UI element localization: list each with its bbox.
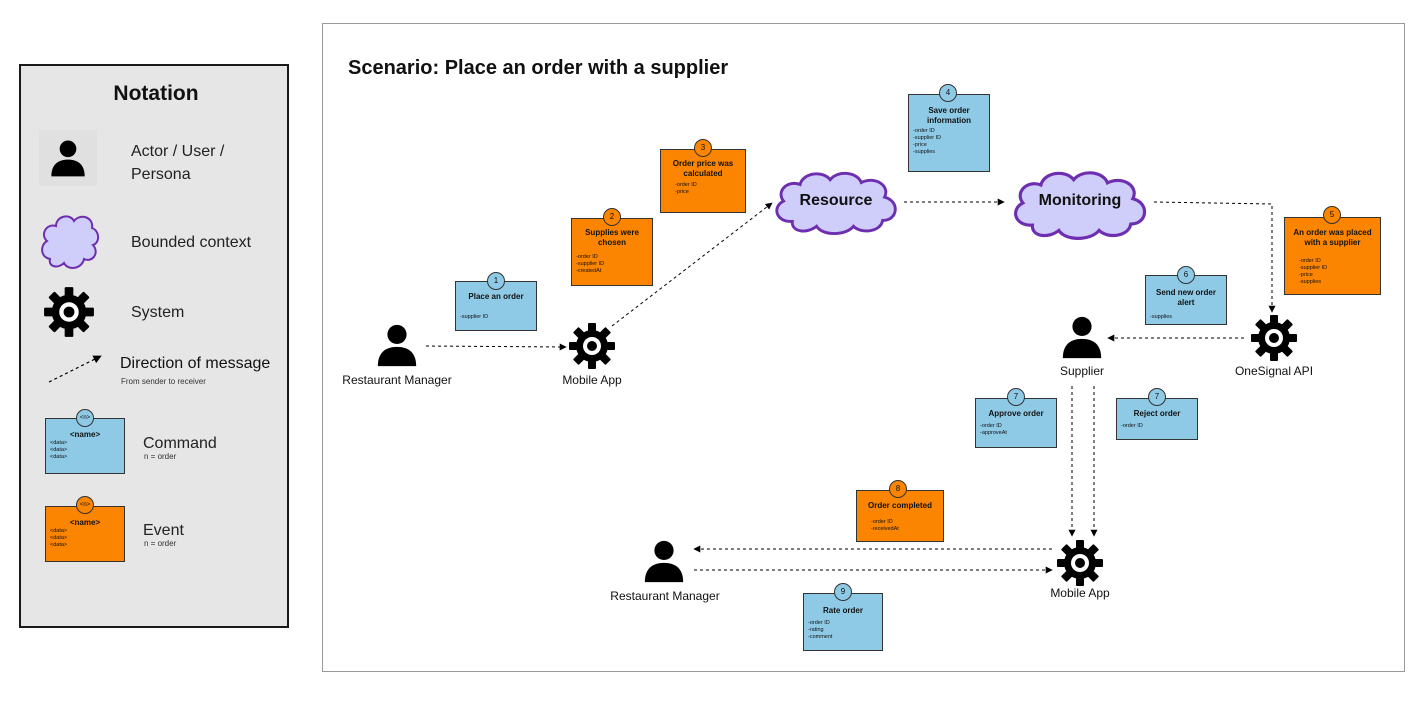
event-order-placed: An order was placed with a supplier -ord…: [1284, 217, 1381, 295]
notation-bounded-context-label: Bounded context: [131, 234, 252, 251]
card-fields: -order ID -supplier ID -price -supplies: [913, 128, 942, 155]
cloud-icon: [41, 215, 100, 269]
card-number-badge: 7: [1148, 388, 1166, 406]
scenario-title: Scenario: Place an order with a supplier: [348, 57, 729, 79]
system-onesignal-api: OneSignal API: [1234, 364, 1314, 378]
card-fields: -order ID -supplier ID -price -supplies: [1299, 258, 1328, 285]
actor-restaurant-manager: Restaurant Manager: [342, 373, 452, 387]
card-fields: -order ID -approveAt: [980, 423, 1007, 436]
notation-event-sample: <name> <data> <data> <data>: [45, 506, 125, 562]
gear-icon: [1056, 539, 1104, 587]
notation-system-label: System: [131, 304, 185, 321]
person-icon: [640, 538, 688, 584]
notation-actor-icon-bg: [39, 130, 97, 186]
event-order-price-calculated: Order price was calculated -order ID -pr…: [660, 149, 746, 213]
notation-panel: Notation Actor / User / Persona Bounded …: [19, 64, 289, 628]
notation-command-badge: <n>: [76, 409, 94, 427]
card-title: Order price was calculated: [672, 159, 734, 178]
notation-event-sub: n = order: [144, 539, 177, 548]
card-number-badge: 2: [603, 208, 621, 226]
card-number-badge: 8: [889, 480, 907, 498]
card-fields: -order ID -price: [675, 182, 697, 195]
bounded-context-resource: Resource: [799, 192, 873, 209]
scenario-frame: [322, 23, 1405, 672]
bounded-context-monitoring: Monitoring: [1038, 192, 1122, 209]
card-number-badge: 3: [694, 139, 712, 157]
card-fields: -order ID: [1121, 423, 1143, 429]
card-number-badge: 9: [834, 583, 852, 601]
event-supplies-chosen: Supplies were chosen -order ID -supplier…: [571, 218, 653, 286]
person-icon: [373, 322, 421, 368]
card-title: Save order information: [927, 106, 971, 125]
direction-arrow-icon: [48, 355, 102, 383]
card-fields: <data> <data> <data>: [50, 528, 68, 548]
card-title: Supplies were chosen: [585, 228, 639, 247]
notation-direction-sub: From sender to receiver: [121, 377, 206, 386]
card-number-badge: 7: [1007, 388, 1025, 406]
notation-event-label: Event: [143, 522, 184, 539]
notation-title: Notation: [113, 82, 199, 105]
gear-icon: [1250, 314, 1298, 362]
card-fields: -order ID -supplier ID -createdAt: [576, 254, 605, 274]
card-title: Reject order: [1133, 409, 1181, 418]
card-fields: <data> <data> <data>: [50, 440, 68, 460]
card-title: <name>: [69, 430, 101, 439]
system-mobile-app: Mobile App: [562, 373, 622, 387]
system-mobile-app-2: Mobile App: [1050, 586, 1110, 600]
command-send-new-order-alert: Send new order alert -supplies: [1145, 275, 1227, 325]
event-order-completed: Order completed -order ID -receivedAt: [856, 490, 944, 542]
card-title: Rate order: [822, 606, 863, 615]
actor-restaurant-manager-2: Restaurant Manager: [610, 589, 720, 603]
notation-event-badge: <n>: [76, 496, 94, 514]
card-title: An order was placed with a supplier: [1293, 228, 1372, 247]
card-fields: -order ID -rating -comment: [808, 620, 833, 640]
arrow-app-to-resource: [611, 202, 773, 327]
person-icon: [1058, 314, 1106, 360]
card-title: Place an order: [468, 292, 524, 301]
card-title: <name>: [69, 518, 101, 527]
card-number-badge: 6: [1177, 266, 1195, 284]
command-save-order-information: Save order information -order ID -suppli…: [908, 94, 990, 172]
arrow-manager-to-app: [425, 343, 567, 351]
command-approve-order: Approve order -order ID -approveAt: [975, 398, 1057, 448]
gear-icon: [568, 322, 616, 370]
actor-supplier: Supplier: [1059, 364, 1105, 378]
card-number-badge: 5: [1323, 206, 1341, 224]
notation-command-sub: n = order: [144, 452, 177, 461]
notation-command-sample: <name> <data> <data> <data>: [45, 418, 125, 474]
notation-command-label: Command: [143, 435, 217, 452]
notation-direction-label: Direction of message: [120, 355, 271, 372]
card-fields: -supplies: [1150, 314, 1173, 320]
card-fields: -supplier ID: [460, 314, 489, 320]
notation-actor-label: Actor / User / Persona: [131, 143, 225, 183]
card-number-badge: 1: [487, 272, 505, 290]
card-fields: -order ID -receivedAt: [871, 519, 899, 532]
card-title: Order completed: [867, 501, 932, 510]
card-number-badge: 4: [939, 84, 957, 102]
command-rate-order: Rate order -order ID -rating -comment: [803, 593, 883, 651]
card-title: Approve order: [988, 409, 1044, 418]
card-title: Send new order alert: [1155, 288, 1216, 307]
